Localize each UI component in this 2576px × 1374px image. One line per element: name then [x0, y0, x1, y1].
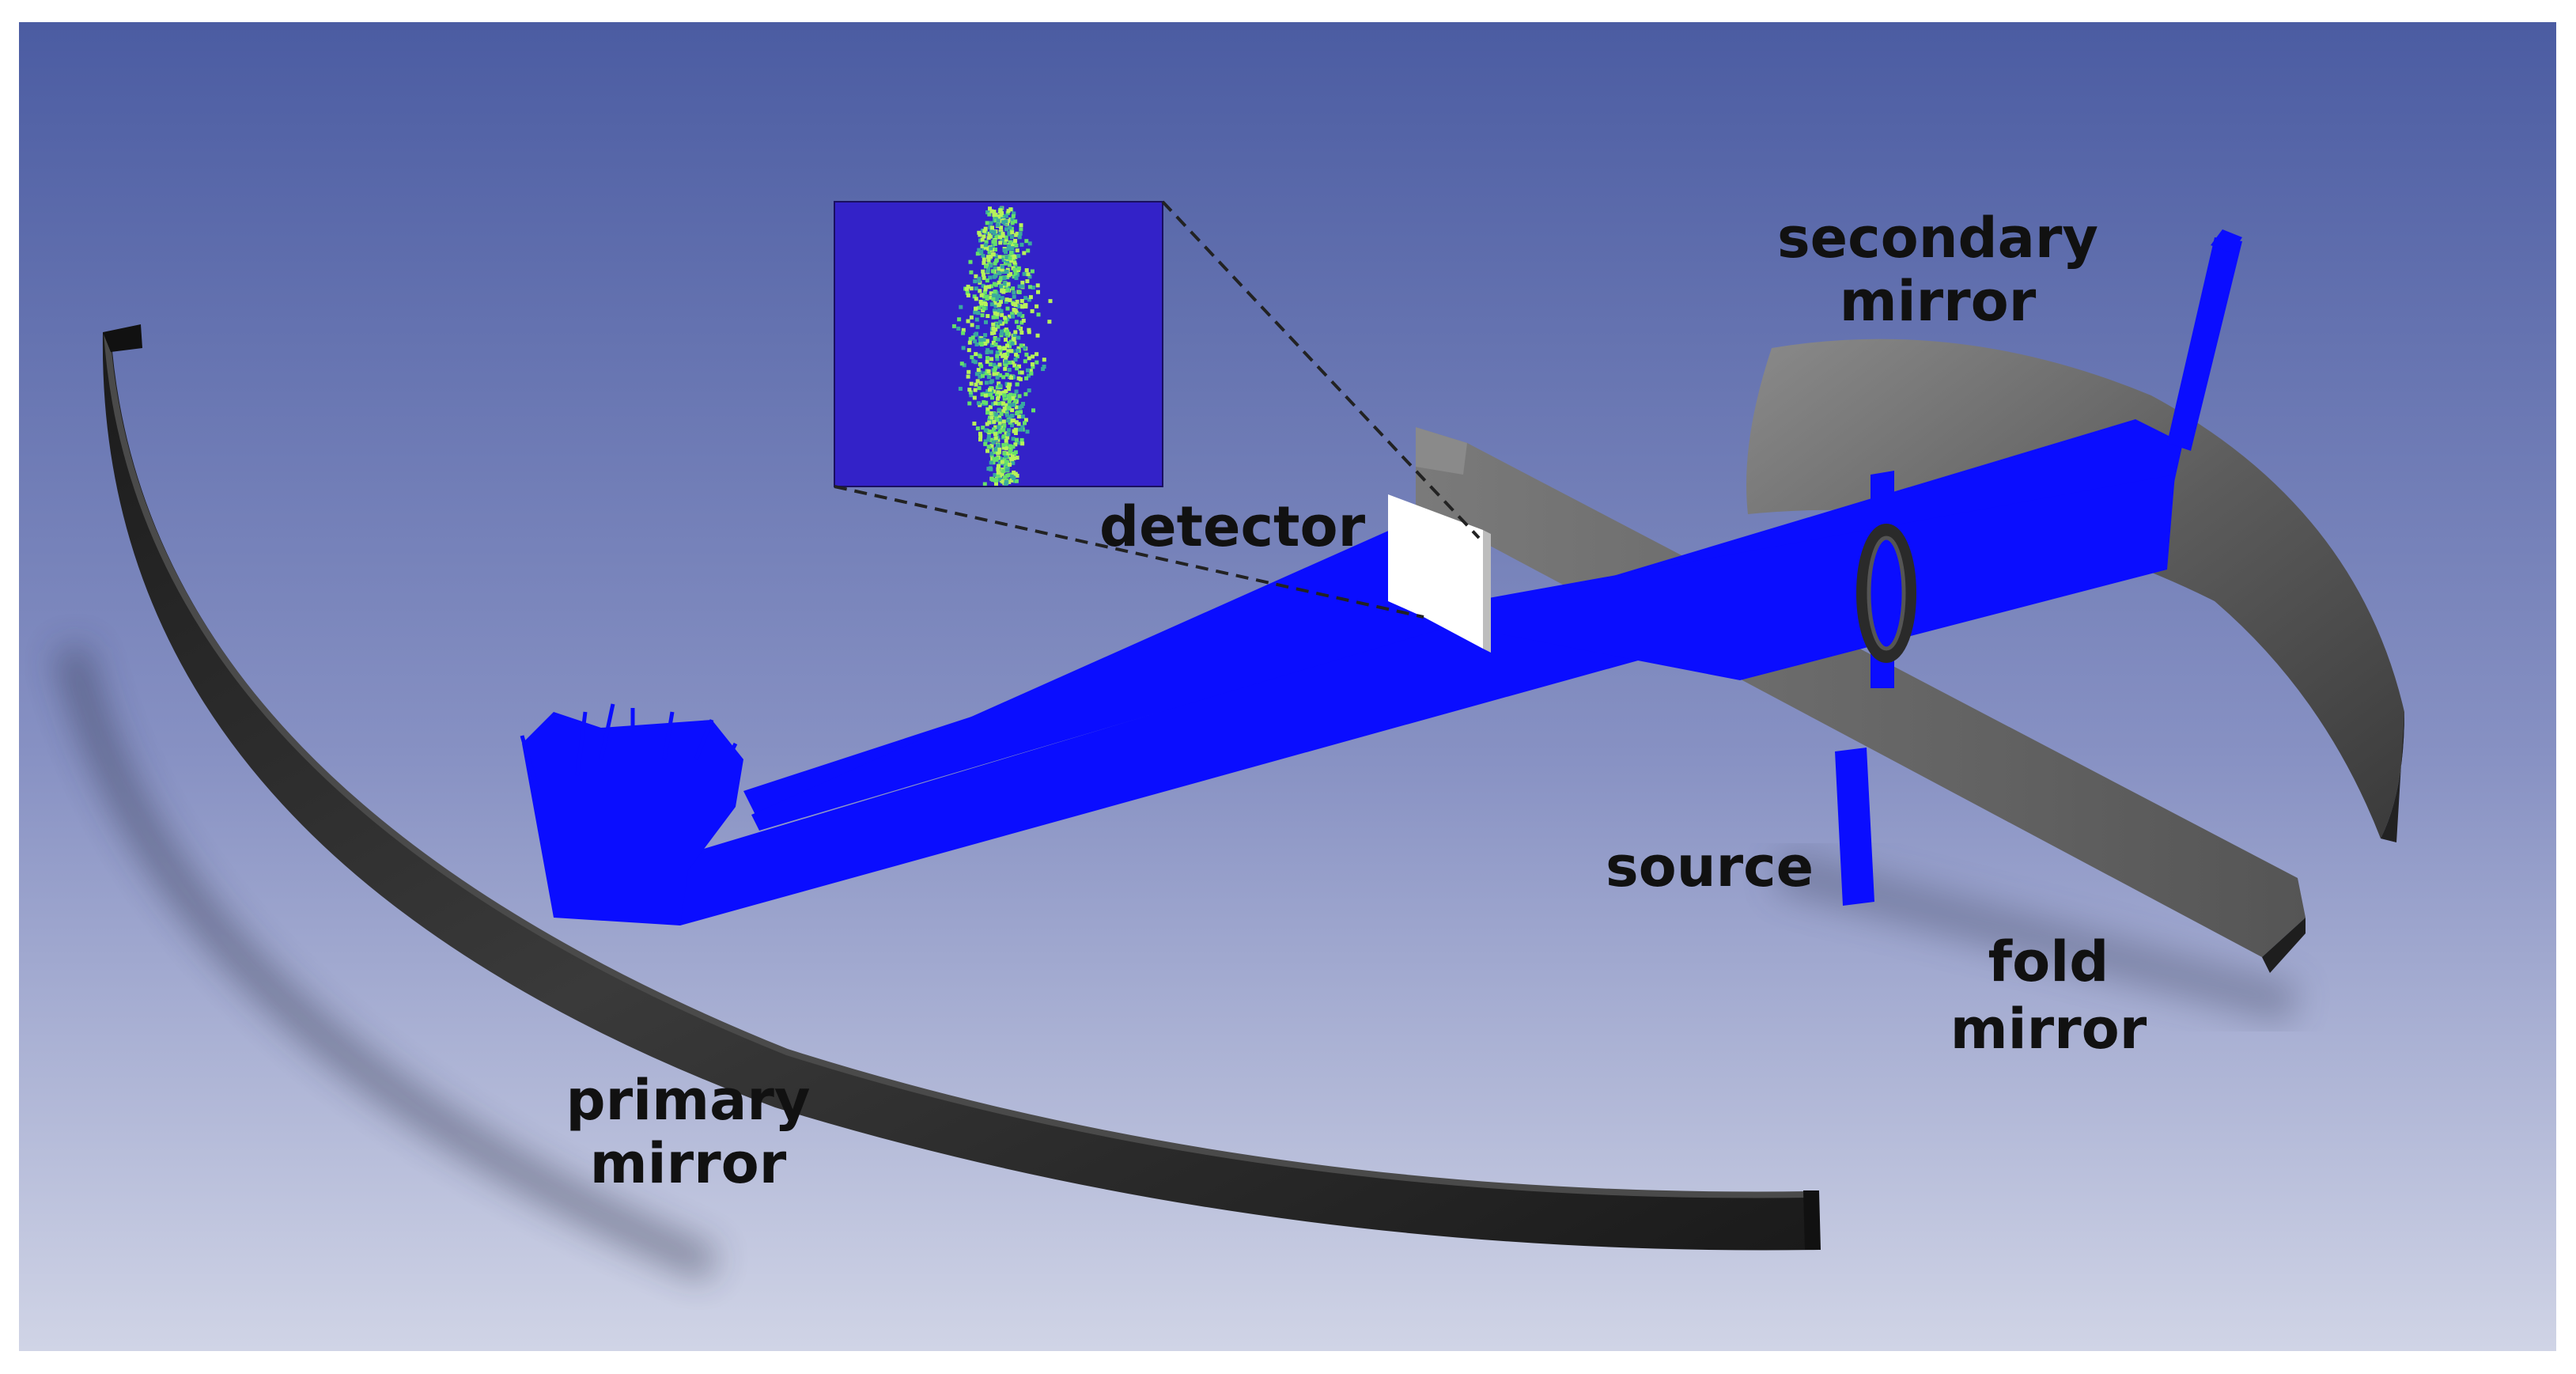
- fold-mirror-label-line1: fold: [1988, 929, 2109, 994]
- fold-mirror: [1416, 427, 2306, 973]
- secondary-mirror: [1746, 339, 2404, 842]
- source-label: source: [1606, 835, 1814, 899]
- ray-trace-bundle: [520, 229, 2242, 925]
- fold-mirror-label-line2: mirror: [1950, 997, 2147, 1062]
- primary-mirror-shadow: [55, 645, 718, 1281]
- detector: [1388, 494, 1491, 653]
- zoom-lines: [834, 200, 1481, 619]
- primary-mirror-label-line2: mirror: [590, 1131, 787, 1196]
- detector-spot-image: [951, 206, 1053, 486]
- secondary-mirror-label-line1: secondary: [1777, 206, 2098, 271]
- primary-mirror-label-line1: primary: [566, 1068, 811, 1133]
- secondary-mirror-label-line2: mirror: [1840, 269, 2037, 334]
- detector-spot-inset: [834, 201, 1163, 487]
- detector-label: detector: [1099, 494, 1366, 559]
- primary-mirror: [102, 324, 1821, 1251]
- aperture-ring: [1856, 524, 1916, 663]
